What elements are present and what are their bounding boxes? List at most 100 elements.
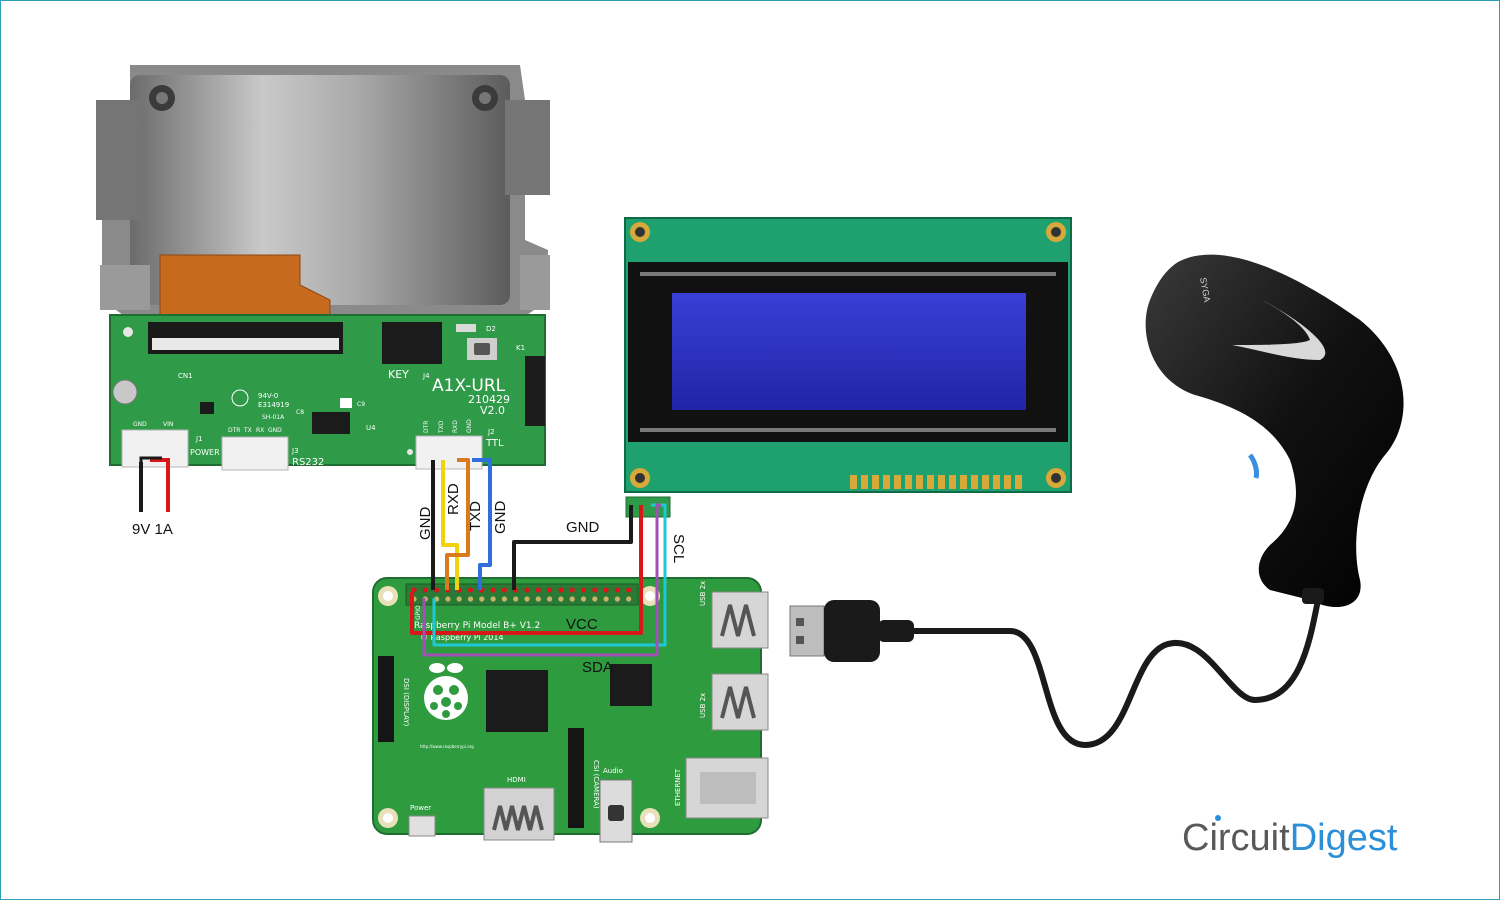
rs232-pin-gnd: GND	[268, 427, 282, 434]
lcd-pin	[905, 475, 912, 489]
lcd-pin	[1004, 475, 1011, 489]
hdmi-port	[483, 787, 555, 841]
gpio-pin	[524, 596, 530, 602]
gpio-label: GPIO	[415, 605, 422, 620]
gpio-pin	[603, 596, 609, 602]
usb-label-2: USB 2x	[699, 693, 707, 718]
wire-blue-gnd	[472, 458, 492, 590]
pi-url-label: http://www.raspberrypi.org	[420, 744, 474, 749]
j1-pin-gnd: GND	[133, 421, 147, 428]
gpio-pin	[535, 596, 541, 602]
pi-copyright-label: © Raspberry Pi 2014	[420, 633, 504, 642]
gpio-pin	[490, 596, 496, 602]
gpio-pin	[490, 587, 496, 593]
lcd-pin	[982, 475, 989, 489]
raspberry-logo-icon	[424, 663, 468, 720]
scanner-trigger-accent	[1232, 300, 1326, 360]
printer-date-code: 210429	[468, 393, 510, 406]
csi-connector	[568, 728, 584, 828]
j1-pin-vin: VIN	[163, 421, 173, 428]
lcd-pin	[971, 475, 978, 489]
label-scl: SCL	[670, 534, 687, 563]
power-supply-wires: 9V 1A	[132, 456, 173, 538]
usb-port-1	[711, 591, 769, 649]
gpio-pin	[422, 587, 428, 593]
cert-sh01a: SH-01A	[262, 414, 285, 421]
usb-cable-wire	[912, 599, 1321, 749]
thermal-printer: CN1 KEY J4 D2 K1 A1X-URL 210429 V2.0 94V…	[96, 65, 550, 471]
lcd-module	[624, 217, 1072, 493]
gpio-pin	[456, 596, 462, 602]
logo-dot-icon	[1215, 815, 1221, 821]
gpio-pin	[569, 587, 575, 593]
label-sda: SDA	[582, 659, 613, 676]
gpio-pin	[501, 596, 507, 602]
gpio-pin	[467, 587, 474, 593]
lcd-pin	[861, 475, 868, 489]
led-d2	[456, 324, 476, 332]
lcd-pin	[938, 475, 945, 489]
wire-txd	[441, 460, 459, 590]
lcd-pin	[1015, 475, 1022, 489]
mount-screw-icon	[112, 379, 138, 405]
cert-94v0: 94V-0	[258, 392, 278, 400]
label-gnd-left: GND	[417, 507, 434, 541]
ethernet-label: ETHERNET	[674, 768, 682, 806]
label-txd: TXD	[467, 501, 484, 531]
lcd-pin	[872, 475, 879, 489]
j1-label: J1	[195, 435, 203, 443]
pi-model-label: Raspberry Pi Model B+ V1.2	[414, 621, 540, 631]
gpio-header	[405, 583, 639, 606]
c9-label: C9	[357, 401, 365, 408]
ttl-pin-dtr: DTR	[423, 421, 430, 433]
j4-label: J4	[422, 372, 430, 380]
j3-label: J3	[291, 447, 299, 455]
lcd-pin	[850, 475, 857, 489]
connection-wires	[410, 458, 667, 657]
ttl-label: TTL	[485, 438, 504, 449]
lcd-pin	[927, 475, 934, 489]
gpio-pin	[467, 596, 474, 602]
wire-vcc	[410, 505, 643, 635]
label-rxd: RXD	[445, 483, 462, 515]
lcd-pin	[894, 475, 901, 489]
circuitdigest-logo: CircuitDigest	[1182, 815, 1398, 859]
power-supply-label: 9V 1A	[132, 521, 173, 538]
gpio-pin	[558, 596, 564, 602]
lcd-header-pins	[850, 475, 1022, 489]
u4-label: U4	[366, 424, 376, 432]
lan-chip	[610, 664, 652, 706]
gpio-pin	[614, 596, 621, 602]
rs232-pin-tx: TX	[243, 427, 252, 434]
rs232-label: RS232	[292, 457, 324, 468]
power-port-label: Power	[410, 804, 431, 812]
lcd-pin	[993, 475, 1000, 489]
label-gnd-right: GND	[492, 501, 509, 535]
scanner-body	[1145, 254, 1404, 608]
scanner-brand-label: SYGA	[1198, 277, 1212, 303]
csi-label: CSI (CAMERA)	[592, 760, 600, 809]
cn1-label: CN1	[178, 372, 193, 380]
rs232-pin-dtr: DTR	[228, 427, 240, 434]
u4-regulator	[312, 412, 350, 434]
usb-plug-metal	[789, 605, 825, 657]
usb-label-1: USB 2x	[699, 581, 707, 606]
k1-label: K1	[516, 344, 525, 352]
gpio-pin	[547, 587, 553, 593]
audio-label: Audio	[603, 767, 623, 775]
lcd-pin	[949, 475, 956, 489]
power-label: POWER	[190, 448, 220, 457]
raspberry-pi-board: GPIO Raspberry Pi Model B+ V1.2 © Raspbe…	[372, 577, 769, 843]
ttl-pin-gnd: GND	[466, 419, 473, 433]
key-chip	[382, 322, 442, 364]
gpio-pin	[513, 596, 519, 602]
lcd-screen	[672, 293, 1026, 410]
cert-e314919: E314919	[258, 401, 289, 409]
gpio-pin	[547, 596, 553, 602]
gpio-pin	[592, 596, 598, 602]
gpio-pin	[626, 587, 632, 593]
lcd-pin	[960, 475, 967, 489]
gpio-pin	[580, 596, 587, 602]
soc-chip	[486, 670, 548, 732]
barcode-scanner: SYGA	[1145, 254, 1404, 608]
